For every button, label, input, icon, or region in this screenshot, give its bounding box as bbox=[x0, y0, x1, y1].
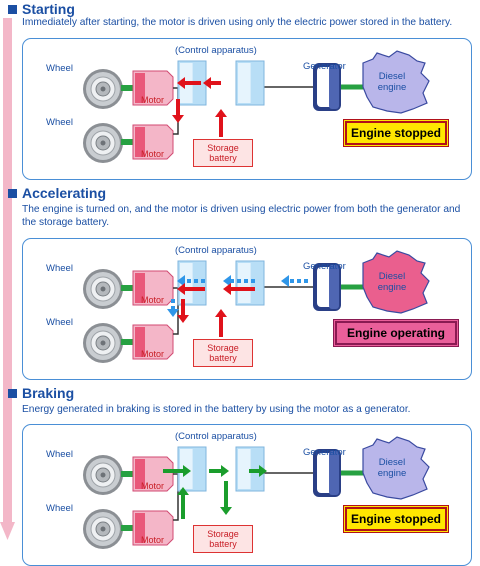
section-title-text: Braking bbox=[22, 385, 75, 401]
flow-arrow-icon bbox=[177, 275, 205, 287]
generator-label: Generator bbox=[303, 61, 346, 72]
control-unit-highlight bbox=[238, 63, 251, 103]
flow-arrow-icon bbox=[177, 77, 201, 89]
motor-label-bottom: Motor bbox=[141, 349, 165, 359]
diagram-canvas bbox=[83, 436, 430, 549]
wheel-icon bbox=[83, 123, 123, 163]
motor-label-top: Motor bbox=[141, 481, 165, 491]
flow-arrow-icon bbox=[167, 299, 179, 317]
section-bullet-icon bbox=[8, 388, 17, 398]
section-description: Immediately after starting, the motor is… bbox=[22, 17, 453, 28]
storage-battery-label: Storage battery bbox=[207, 143, 239, 163]
generator-label: Generator bbox=[303, 261, 346, 272]
wheel-label-bottom: Wheel bbox=[46, 117, 73, 128]
progress-down-arrow-icon bbox=[0, 18, 15, 540]
flow-arrow-icon bbox=[215, 109, 227, 137]
storage-battery-label: Storage battery bbox=[207, 529, 239, 549]
control-apparatus-label: (Control apparatus) bbox=[175, 431, 257, 442]
flow-arrow-icon bbox=[223, 275, 255, 287]
engine-status-badge: Engine operating bbox=[333, 319, 459, 347]
motor-icon bbox=[121, 324, 174, 360]
diesel-engine-label: Diesel engine bbox=[377, 271, 407, 293]
section-title-braking: Braking bbox=[8, 385, 74, 401]
section-description: The engine is turned on, and the motor i… bbox=[22, 204, 461, 228]
diagram-canvas bbox=[83, 50, 430, 163]
section-description: Energy generated in braking is stored in… bbox=[22, 404, 411, 415]
control-apparatus-label: (Control apparatus) bbox=[175, 45, 257, 56]
flow-arrow-icon bbox=[215, 309, 227, 337]
flow-arrow-icon bbox=[163, 465, 191, 477]
wheel-icon bbox=[83, 69, 123, 109]
flow-arrow-icon bbox=[177, 299, 189, 323]
diesel-engine-icon bbox=[362, 250, 430, 314]
generator-icon bbox=[313, 263, 341, 311]
wheel-label-top: Wheel bbox=[46, 263, 73, 274]
wheel-icon bbox=[83, 509, 123, 549]
section-title-accelerating: Accelerating bbox=[8, 185, 106, 201]
wheel-label-top: Wheel bbox=[46, 449, 73, 460]
flow-arrow-icon bbox=[177, 487, 189, 519]
storage-battery-icon: Storage battery bbox=[193, 339, 253, 367]
generator-icon bbox=[313, 449, 341, 497]
wheel-icon bbox=[83, 455, 123, 495]
motor-icon bbox=[121, 70, 174, 106]
storage-battery-label: Storage battery bbox=[207, 343, 239, 363]
flow-arrow-icon bbox=[249, 465, 267, 477]
section-title-text: Starting bbox=[22, 1, 75, 17]
wheel-icon bbox=[83, 269, 123, 309]
diagram-canvas bbox=[83, 250, 430, 363]
storage-battery-icon: Storage battery bbox=[193, 139, 253, 167]
flow-arrow-icon bbox=[220, 481, 232, 515]
engine-status-badge: Engine stopped bbox=[343, 119, 449, 147]
wheel-label-bottom: Wheel bbox=[46, 503, 73, 514]
flow-arrow-icon bbox=[281, 275, 308, 287]
section-bullet-icon bbox=[8, 188, 17, 198]
motor-icon bbox=[121, 510, 174, 546]
section-title-text: Accelerating bbox=[22, 185, 107, 201]
generator-label: Generator bbox=[303, 447, 346, 458]
generator-icon bbox=[313, 63, 341, 111]
motor-icon bbox=[121, 456, 174, 492]
flow-arrow-icon bbox=[177, 283, 205, 295]
motor-label-bottom: Motor bbox=[141, 149, 165, 159]
diesel-engine-icon bbox=[362, 436, 430, 500]
wheel-label-bottom: Wheel bbox=[46, 317, 73, 328]
flow-arrow-icon bbox=[203, 77, 221, 89]
control-unit-highlight bbox=[238, 449, 251, 489]
engine-status-badge: Engine stopped bbox=[343, 505, 449, 533]
section-bullet-icon bbox=[8, 4, 17, 14]
control-apparatus-label: (Control apparatus) bbox=[175, 245, 257, 256]
flow-arrow-icon bbox=[172, 99, 184, 123]
section-title-starting: Starting bbox=[8, 1, 75, 17]
storage-battery-icon: Storage battery bbox=[193, 525, 253, 553]
diesel-engine-icon bbox=[362, 50, 430, 114]
diesel-engine-label: Diesel engine bbox=[377, 71, 407, 93]
motor-icon bbox=[121, 124, 174, 160]
motor-label-top: Motor bbox=[141, 295, 165, 305]
wheel-icon bbox=[83, 323, 123, 363]
motor-label-bottom: Motor bbox=[141, 535, 165, 545]
motor-label-top: Motor bbox=[141, 95, 165, 105]
flow-arrow-icon bbox=[209, 465, 229, 477]
flow-arrow-icon bbox=[223, 283, 255, 295]
wheel-label-top: Wheel bbox=[46, 63, 73, 74]
diesel-engine-label: Diesel engine bbox=[377, 457, 407, 479]
